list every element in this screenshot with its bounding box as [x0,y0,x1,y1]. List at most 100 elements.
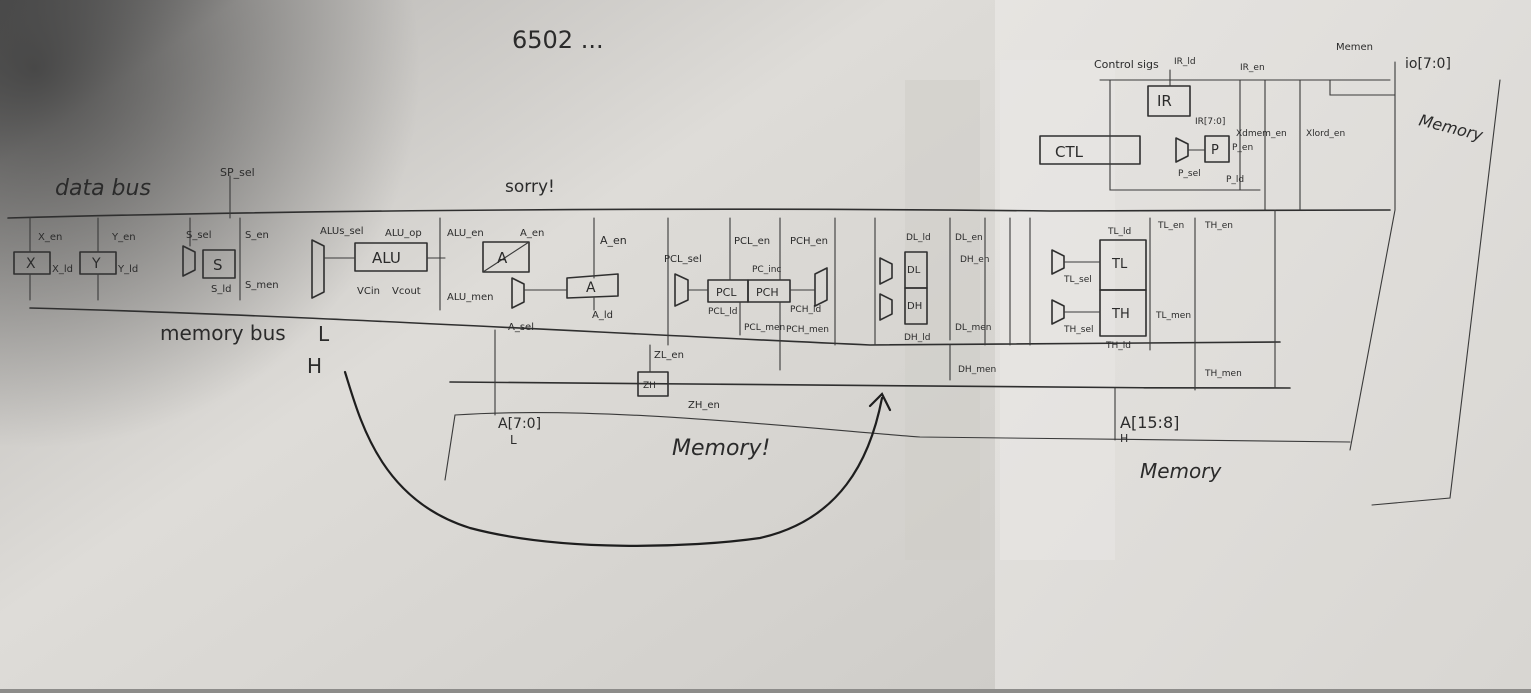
data-bus-line [7,208,1391,219]
acc-mux [511,277,525,309]
pcl-en-label: PCL_en [734,236,770,247]
p-ld-label: P_ld [1226,175,1244,185]
a-en-label-top: A_en [520,228,544,239]
zl-en-label: ZL_en [654,350,684,361]
x-en-label: X_en [38,232,62,243]
alu-men-label: ALU_men [447,292,493,303]
io-top-label: io[7:0] [1405,56,1451,72]
alu-sel-label: ALUs_sel [320,226,364,237]
tl-ld-label: TL_ld [1107,227,1131,237]
th-ld-label: TH_ld [1105,341,1131,351]
svg-text:CTL: CTL [1055,143,1084,161]
s-register: S [202,249,236,279]
pcl-mux [674,273,689,307]
dh-ld-label: DH_ld [904,333,930,343]
pch-men-label: PCH_men [786,325,829,335]
pcl-men-label: PCL_men [744,323,785,333]
ir-bits-label: IR[7:0] [1195,117,1225,127]
a-sel-label: A_sel [508,322,534,333]
th-en-label: TH_en [1204,221,1233,231]
a-ld-label: A_ld [592,310,613,321]
zh-en-label: ZH_en [688,400,720,411]
tl-men-label: TL_men [1155,311,1191,321]
pc-inc-label: PC_inc [752,265,781,275]
th-register: TH [1099,289,1147,337]
svg-text:Y: Y [91,256,101,272]
accumulator: A [482,241,530,273]
th-men-label: TH_men [1204,369,1242,379]
alu-op-label: ALU_op [385,228,422,239]
tape-strip-2 [1000,60,1115,560]
pch-en-label: PCH_en [790,236,828,247]
curved-arrow-head [868,392,892,412]
svg-text:DH: DH [907,301,922,312]
memory-lower-boundary [444,411,1351,481]
a-register: A [566,273,619,299]
memory-bus-line [29,307,1281,346]
svg-text:A: A [497,249,508,267]
curved-arrow-h-to-memory [343,370,884,547]
memory-bus-line-h [449,381,1291,389]
p-register: P [1204,135,1230,163]
s-sel-label: S_sel [186,230,212,241]
svg-text:PCL: PCL [716,286,737,299]
svg-text:TL: TL [1111,257,1128,272]
x-ld-label: X_ld [52,264,73,275]
remark-text: sorry! [505,177,555,197]
tl-sel-label: TL_sel [1063,275,1092,285]
s-men-label: S_men [245,280,279,291]
dl-en-label: DL_en [955,233,983,243]
mem-en-label: Memen [1336,42,1373,53]
ir-ld-label: IR_ld [1174,57,1196,67]
pch-mux [814,267,828,307]
shadow-corner [0,0,700,689]
x-register: X [13,251,51,275]
x-dmem-en-label: Xdmem_en [1236,129,1287,139]
s-en-label: S_en [245,230,269,241]
alu-block: ALU [354,242,428,272]
pcl-sel-label: PCL_sel [664,254,702,265]
dl-men-label: DL_men [955,323,991,333]
svg-text:ZH: ZH [643,381,656,391]
memory-bus-l-label: L [318,322,330,346]
alu-input-mux [311,239,325,299]
alu-en-label: ALU_en [447,228,484,239]
ctl-block: CTL [1039,135,1141,165]
data-bus-label: data bus [55,176,151,201]
title-text: 6502 ... [512,26,604,54]
pcl-ld-label: PCL_ld [708,307,737,317]
ir-register: IR [1147,85,1191,117]
p-sel-label: P_sel [1178,169,1201,179]
ir-en-label: IR_en [1240,63,1265,73]
svg-text:ALU: ALU [372,249,401,267]
control-sigs-label: Control sigs [1094,58,1159,71]
y-en-label: Y_en [111,232,136,243]
s-mux [182,245,196,277]
tl-en-label: TL_en [1157,221,1184,231]
tape-strip [905,80,980,560]
vcin-label: VCin [357,286,380,297]
vcout-label: Vcout [392,286,421,297]
memory-label-main: Memory! [672,436,770,461]
a-en-label: A_en [600,234,627,247]
memory-bus-h-label: H [307,354,322,378]
svg-text:DL: DL [907,265,921,276]
addr-low-label: A[7:0] [498,416,541,432]
th-sel-label: TH_sel [1063,325,1094,335]
s-ld-label: S_ld [211,284,231,295]
sp-sel-label: SP_sel [220,166,255,179]
dh-en-label: DH_en [960,255,989,265]
addr-low-suffix: L [510,433,517,447]
dh-men-label: DH_men [958,365,996,375]
pch-ld-label: PCH_ld [790,305,821,315]
p-en-label: P_en [1232,143,1253,153]
svg-text:TH: TH [1111,307,1130,322]
memory-bus-label: memory bus [160,321,286,345]
addr-high-label: A[15:8] [1120,413,1179,432]
svg-text:S: S [213,256,223,274]
dh-register: DH [904,287,928,325]
svg-text:A: A [586,280,596,296]
svg-text:P: P [1211,143,1219,158]
